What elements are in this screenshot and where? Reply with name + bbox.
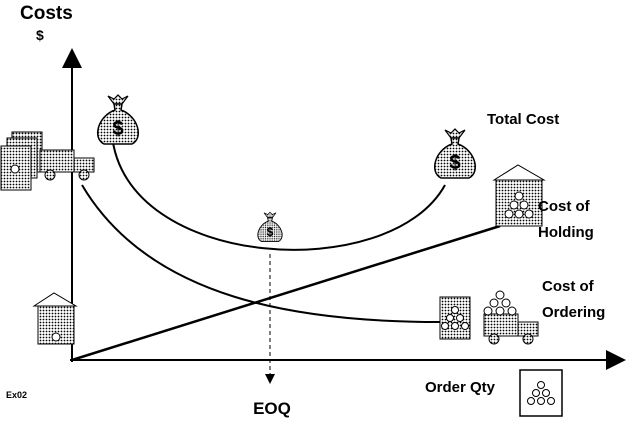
ordering-label-1: Cost of [542, 278, 595, 295]
crates-icon [0, 131, 43, 191]
svg-text:$: $ [449, 152, 460, 174]
order-qty-icon [519, 369, 563, 417]
ordering-cost-curve [81, 184, 441, 323]
ordering-label-2: Ordering [542, 304, 605, 321]
holding-cost-line [71, 224, 501, 362]
full-warehouse-icon [492, 164, 546, 227]
figure-id: Ex02 [6, 390, 27, 400]
x-axis-title: Order Qty [425, 379, 496, 396]
svg-text:$: $ [267, 225, 274, 239]
warehouse-icon [32, 292, 78, 345]
money-bag-icon: $ [433, 128, 477, 179]
total-cost-label: Total Cost [487, 111, 559, 128]
y-axis-title: Costs [20, 3, 73, 24]
y-axis-unit: $ [36, 27, 44, 43]
holding-label-1: Cost of [538, 198, 591, 215]
truck-icon [39, 149, 95, 181]
holding-label-2: Holding [538, 224, 594, 241]
total-cost-curve [111, 134, 446, 251]
money-bag-icon: $ [96, 94, 140, 145]
svg-text:$: $ [112, 118, 123, 140]
money-bag-icon: $ [257, 211, 283, 243]
loaded-truck-icon [439, 290, 539, 345]
eoq-label: EOQ [253, 399, 291, 418]
